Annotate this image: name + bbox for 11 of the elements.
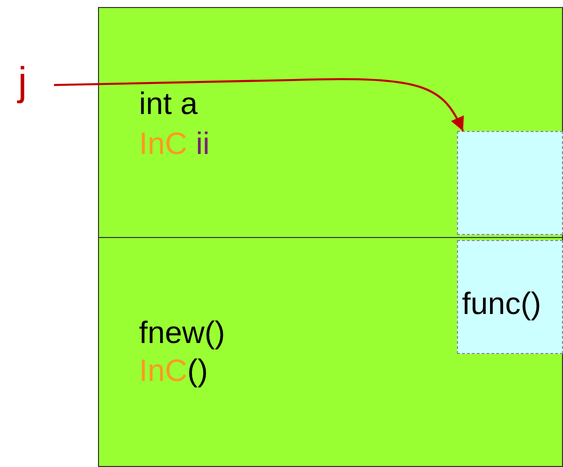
- arrow: [54, 78, 464, 132]
- memory-section: [98, 237, 563, 467]
- memory-slot: [457, 240, 563, 354]
- code-text: func(): [462, 286, 542, 322]
- memory-slot: [457, 131, 563, 235]
- variable-name: j: [18, 60, 27, 104]
- code-text: InC(): [139, 353, 208, 389]
- code-text: InC ii: [139, 126, 210, 162]
- memory-section: [98, 7, 563, 238]
- code-text: fnew(): [139, 315, 226, 351]
- code-text: int a: [139, 86, 198, 122]
